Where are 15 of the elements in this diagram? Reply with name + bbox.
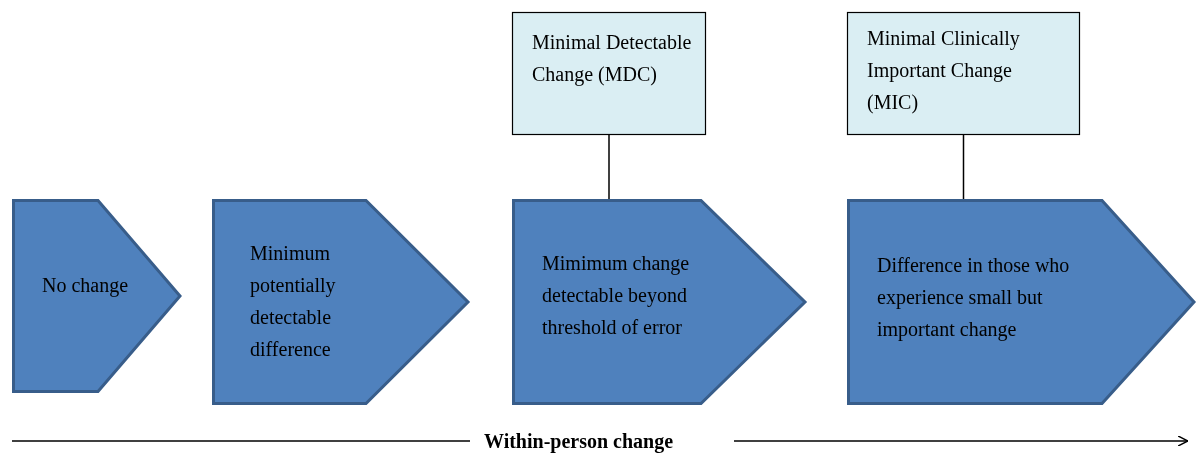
chevron-shape xyxy=(212,199,468,405)
step-text: Difference in those who experience small but important change xyxy=(877,253,1071,343)
step-text: Mimimum change detectable beyond threshold of error xyxy=(542,251,691,340)
step-text: Minimum potentially detectable difference xyxy=(250,241,337,362)
chevron-shape xyxy=(512,199,805,405)
axis-label: Within-person change xyxy=(484,429,674,453)
connector-line xyxy=(608,134,610,201)
chevron-shape xyxy=(847,199,1194,405)
box-text: Minimal Clinically Important Change (MIC) xyxy=(867,26,1021,116)
label-box xyxy=(512,12,706,135)
connector-line xyxy=(962,134,965,201)
chevron-shape xyxy=(12,199,180,393)
step-text: No change xyxy=(42,273,130,299)
label-box xyxy=(847,12,1080,135)
box-text: Minimal Detectable Change (MDC) xyxy=(532,30,692,88)
